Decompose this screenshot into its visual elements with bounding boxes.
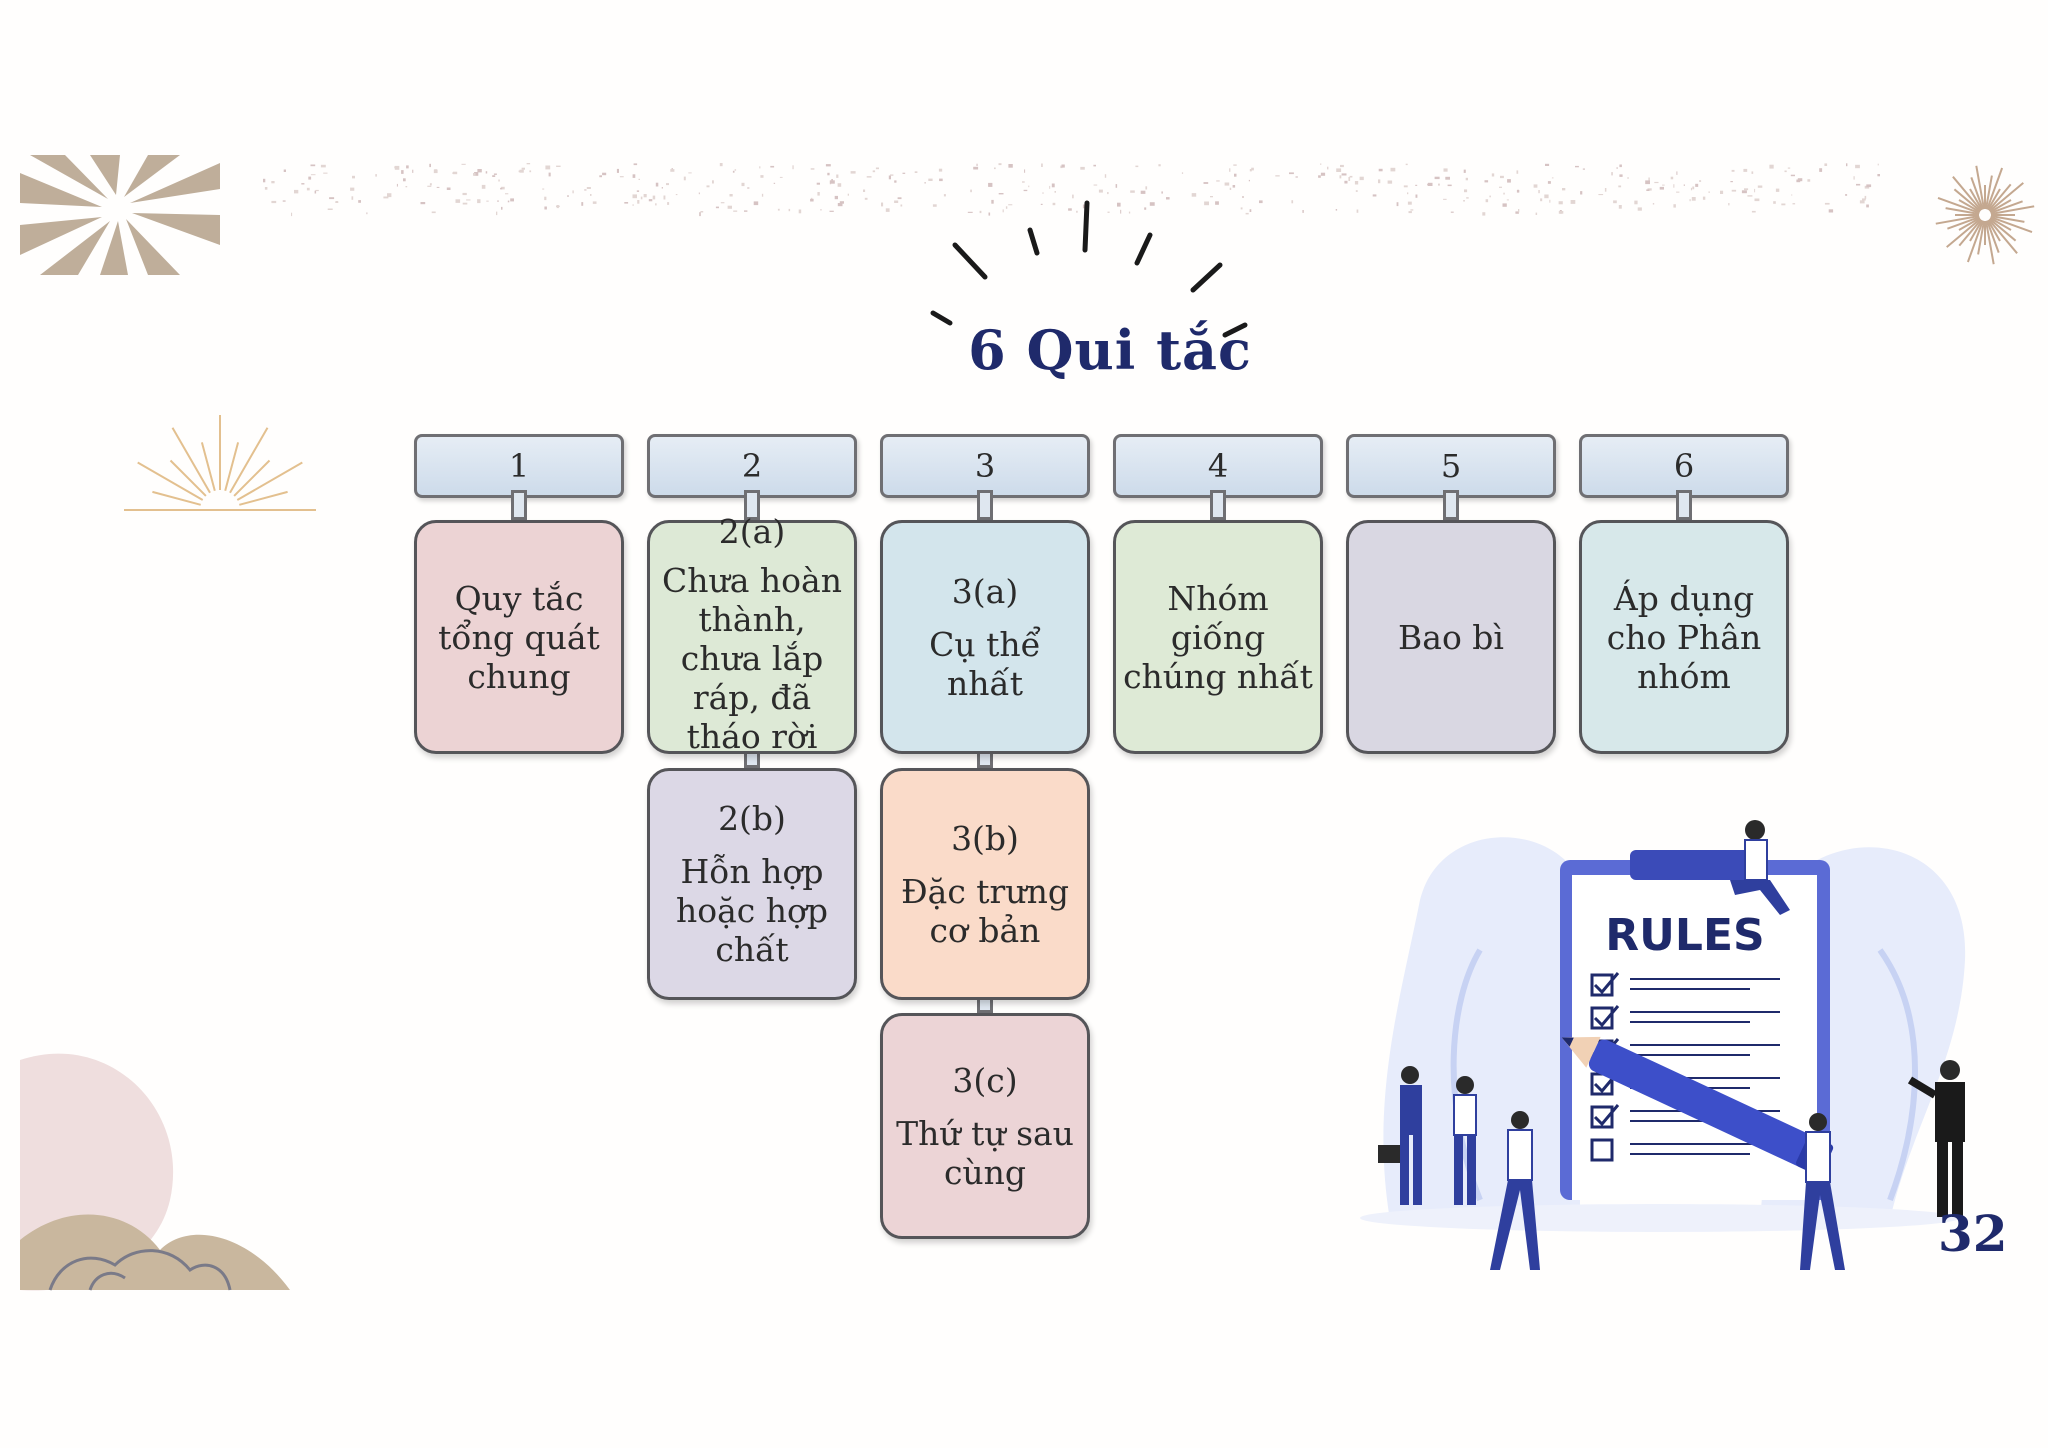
rule-3a-card: 3(a) Cụ thể nhất bbox=[880, 520, 1090, 754]
sunburst-decoration-top-right bbox=[1935, 165, 2035, 265]
slide-title: 6 Qui tắc bbox=[968, 318, 1252, 382]
sunrise-lines-decoration bbox=[124, 415, 316, 511]
rule-6-text: Áp dụng cho Phân nhóm bbox=[1606, 578, 1762, 696]
column-header-1: 1 bbox=[414, 434, 624, 498]
rule-3a-code: 3(a) bbox=[951, 571, 1019, 611]
column-header-5: 5 bbox=[1346, 434, 1556, 498]
column-header-2: 2 bbox=[647, 434, 857, 498]
column-header-6: 6 bbox=[1579, 434, 1789, 498]
rule-2b-code: 2(b) bbox=[718, 799, 786, 838]
rule-1-text: Quy tắc tổng quát chung bbox=[438, 578, 600, 696]
rule-3b-card: 3(b) Đặc trưng cơ bản bbox=[880, 768, 1090, 1000]
rules-illustration: RULES bbox=[1360, 820, 1966, 1270]
rule-3a-text: Cụ thể nhất bbox=[929, 624, 1041, 703]
rule-2b-card: 2(b) Hỗn hợp hoặc hợp chất bbox=[647, 768, 857, 1000]
rule-4-text: Nhóm giống chúng nhất bbox=[1123, 578, 1313, 696]
speckled-band-decoration bbox=[263, 163, 1880, 217]
rule-5-text: Bao bì bbox=[1398, 617, 1504, 657]
rules-board-label: RULES bbox=[1605, 910, 1764, 961]
rule-4-card: Nhóm giống chúng nhất bbox=[1113, 520, 1323, 754]
connector bbox=[1676, 490, 1692, 520]
blob-decoration-bottom-left bbox=[20, 1053, 290, 1291]
sunburst-decoration-top-left bbox=[20, 155, 220, 275]
rule-3c-code: 3(c) bbox=[952, 1060, 1018, 1100]
rule-2a-code: 2(a) bbox=[718, 512, 786, 551]
column-header-3: 3 bbox=[880, 434, 1090, 498]
rule-2a-text: Chưa hoàn thành, chưa lắp ráp, đã tháo r… bbox=[662, 561, 842, 756]
rule-3c-card: 3(c) Thứ tự sau cùng bbox=[880, 1013, 1090, 1239]
rule-3b-code: 3(b) bbox=[951, 818, 1019, 858]
rule-6-card: Áp dụng cho Phân nhóm bbox=[1579, 520, 1789, 754]
page-number: 32 bbox=[1938, 1204, 2008, 1263]
title-accent-strokes bbox=[930, 200, 1248, 338]
rule-2a-card: 2(a) Chưa hoàn thành, chưa lắp ráp, đã t… bbox=[647, 512, 857, 756]
rule-3b-text: Đặc trưng cơ bản bbox=[901, 871, 1069, 950]
connector bbox=[1443, 490, 1459, 520]
connector bbox=[744, 490, 760, 520]
rule-2b-text: Hỗn hợp hoặc hợp chất bbox=[675, 852, 828, 969]
rule-5-card: Bao bì bbox=[1346, 520, 1556, 754]
rule-3c-text: Thứ tự sau cùng bbox=[896, 1113, 1074, 1192]
column-header-4: 4 bbox=[1113, 434, 1323, 498]
connector bbox=[977, 490, 993, 520]
rule-1-card: Quy tắc tổng quát chung bbox=[414, 520, 624, 754]
connector bbox=[511, 490, 527, 520]
connector bbox=[1210, 490, 1226, 520]
